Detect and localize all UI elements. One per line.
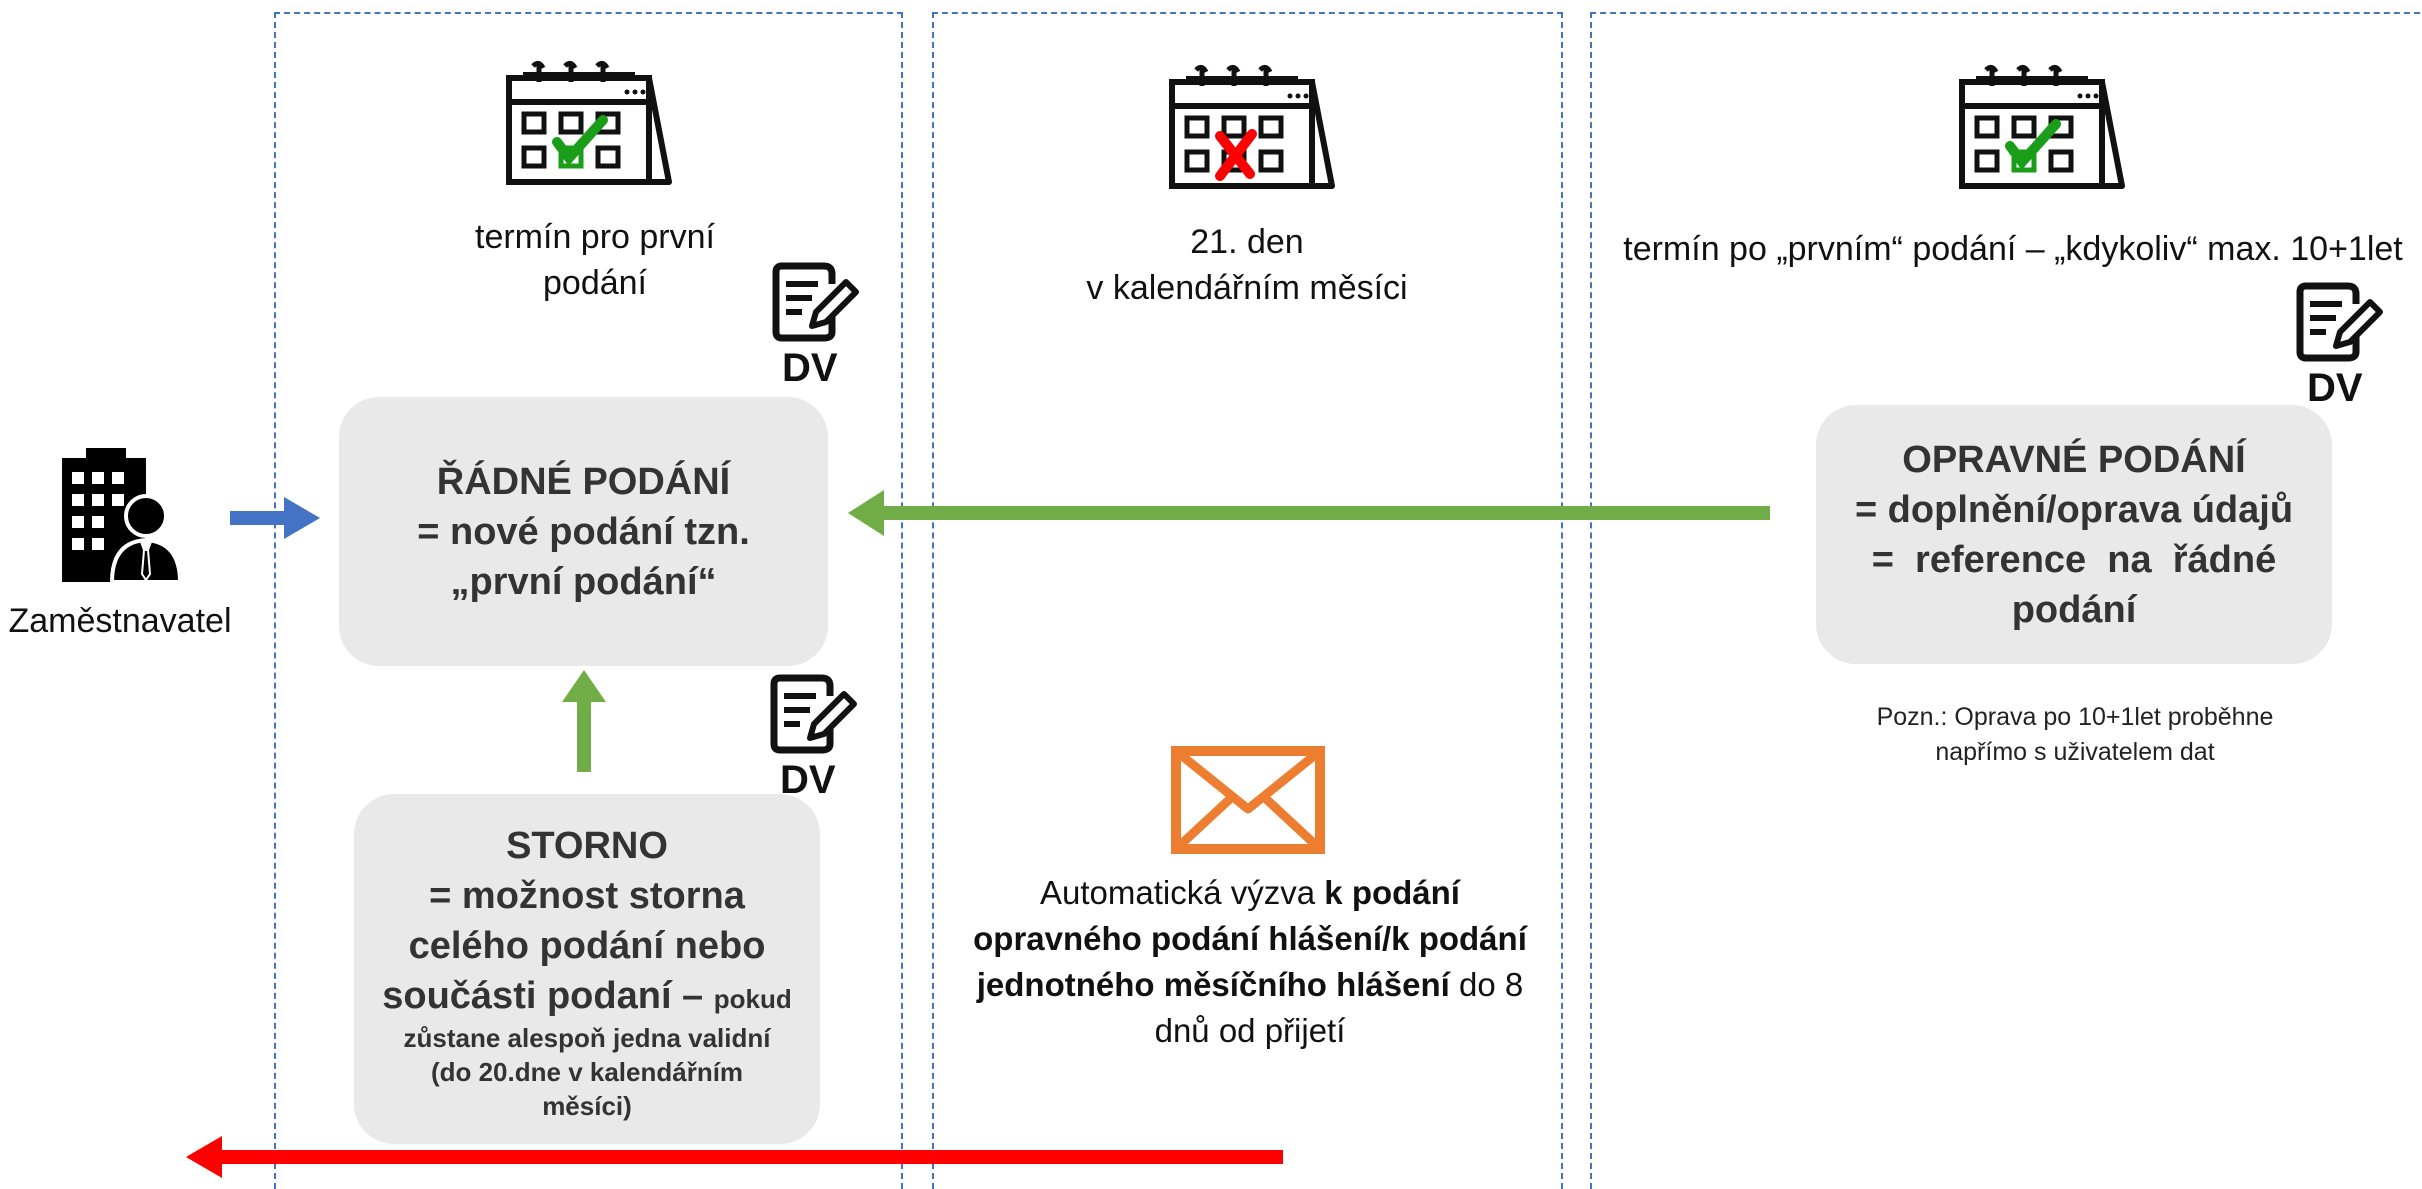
deadline-caption: 21. den v kalendářním měsíci (1057, 219, 1437, 311)
dv-label: DV (780, 758, 836, 802)
envelope-icon (1171, 746, 1325, 854)
caption-line: termín pro první (475, 218, 715, 256)
notice-line: Automatická výzva k podání (950, 870, 1550, 916)
employer-label: Zaměstnavatel (8, 602, 232, 640)
correction-submission-box: OPRAVNÉ PODÁNÍ = doplnění/oprava údajů =… (1816, 405, 2332, 664)
box-line: celého podání nebo (408, 925, 766, 967)
caption-line: v kalendářním měsíci (1086, 269, 1408, 307)
dv-label: DV (782, 346, 838, 390)
notice-line: jednotného měsíčního hlášení do 8 (950, 962, 1550, 1008)
correction-lane (1590, 12, 2422, 1189)
notice-text: do 8 (1449, 966, 1524, 1003)
calendar-cross-icon (1169, 64, 1335, 189)
note-line: Pozn.: Oprava po 10+1let proběhne (1876, 703, 2274, 731)
first-submission-lane (274, 12, 903, 1189)
caption-line: 21. den (1190, 223, 1304, 261)
dv-label: DV (2307, 366, 2363, 410)
employer-building-icon (62, 448, 183, 584)
notice-line: opravného podání hlášení/k podání (950, 916, 1550, 962)
notice-line: dnů od přijetí (950, 1008, 1550, 1054)
note-line: napřímo s uživatelem dat (1935, 738, 2215, 766)
calendar-check-icon (1959, 64, 2125, 189)
caption-line: podání (543, 264, 647, 302)
notice-text: dnů od přijetí (1154, 1012, 1346, 1049)
storno-box: STORNO = možnost storna celého podání ne… (354, 794, 820, 1144)
deadline-lane (932, 12, 1563, 1189)
green-arrow-storno-to-regular (562, 670, 606, 772)
notice-bold: opravného podání hlášení/k podání (973, 920, 1527, 957)
green-arrow-correction-to-regular (848, 490, 1770, 536)
box-line: součásti podaní – pokud (382, 971, 792, 1021)
box-small-line: zůstane alespoň jedna validní (403, 1023, 771, 1053)
first-submission-caption: termín pro první podání (405, 214, 785, 306)
notice-text: Automatická výzva (1040, 874, 1325, 911)
box-line: = doplnění/oprava údajů (1854, 488, 2294, 531)
calendar-check-icon (506, 60, 672, 185)
correction-caption: termín po „prvním“ podání – „kdykoliv“ m… (1604, 226, 2422, 272)
regular-submission-box: ŘÁDNÉ PODÁNÍ = nové podání tzn. „první p… (339, 397, 828, 666)
box-line-main: součásti podaní – (382, 975, 704, 1017)
document-edit-icon (772, 262, 859, 342)
box-line: = nové podání tzn. (417, 510, 750, 553)
red-arrow (186, 1136, 1283, 1178)
box-line: OPRAVNÉ PODÁNÍ (1902, 438, 2246, 481)
box-line-small: pokud (713, 984, 792, 1014)
box-line: podání (2011, 588, 2137, 631)
box-line: „první podání“ (450, 560, 717, 603)
caption-line: termín po „prvním“ podání – „kdykoliv“ m… (1623, 230, 2403, 268)
notice-bold: jednotného měsíčního hlášení (976, 966, 1450, 1003)
box-line: ŘÁDNÉ PODÁNÍ (436, 460, 731, 503)
box-small-line: (do 20.dne v kalendářním (430, 1057, 744, 1087)
automatic-notice: Automatická výzva k podání opravného pod… (950, 870, 1550, 1054)
document-edit-icon (770, 674, 857, 754)
blue-arrow (230, 497, 320, 539)
box-line: STORNO (506, 825, 668, 867)
box-small-line: měsíci) (542, 1091, 632, 1121)
notice-bold: k podání (1324, 874, 1460, 911)
box-line: = možnost storna (429, 875, 745, 917)
box-line: = reference na řádné (1871, 538, 2277, 581)
document-edit-icon (2296, 282, 2383, 362)
correction-note: Pozn.: Oprava po 10+1let proběhne napřím… (1800, 700, 2350, 770)
